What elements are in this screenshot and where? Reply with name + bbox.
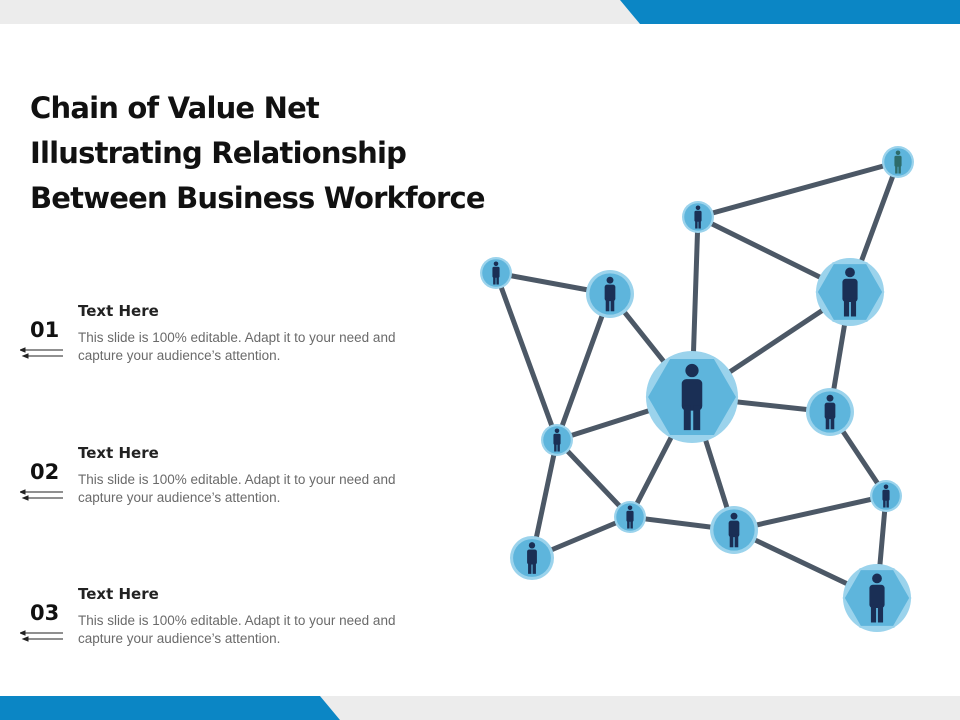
item-heading: Text Here [78, 302, 159, 320]
network-link [554, 437, 633, 520]
person-icon [492, 261, 500, 285]
list-item-2: 02 Text Here This slide is 100% editable… [20, 444, 410, 524]
network-node [541, 424, 573, 456]
item-heading: Text Here [78, 585, 159, 603]
item-number: 03 [30, 601, 60, 625]
network-node [882, 146, 914, 178]
network-node [710, 506, 758, 554]
top-blue-band [620, 0, 960, 24]
person-icon [728, 512, 740, 548]
double-left-arrow-icon [20, 630, 63, 642]
double-left-arrow-icon [20, 489, 63, 501]
network-node [815, 258, 885, 326]
network-link [731, 493, 889, 533]
network-link [554, 291, 613, 443]
top-gray-band [0, 0, 640, 24]
top-decorative-band [0, 0, 960, 24]
person-icon [553, 428, 561, 452]
person-icon [842, 267, 858, 317]
network-node [842, 564, 912, 632]
item-heading: Text Here [78, 444, 159, 462]
network-link [493, 270, 560, 443]
person-icon [694, 205, 702, 229]
person-icon [882, 484, 890, 508]
item-number: 01 [30, 318, 60, 342]
item-description: This slide is 100% editable. Adapt it to… [78, 613, 396, 646]
network-node [645, 351, 739, 443]
network-node [682, 201, 714, 233]
person-icon [604, 276, 616, 312]
network-node [806, 388, 854, 436]
person-icon [894, 150, 902, 174]
double-left-arrow-icon [20, 347, 63, 359]
person-icon [869, 573, 885, 623]
item-number: 02 [30, 460, 60, 484]
network-node [614, 501, 646, 533]
network-node [480, 257, 512, 289]
network-node [870, 480, 902, 512]
network-link [695, 159, 901, 220]
network-node [510, 536, 554, 580]
bottom-blue-band [0, 696, 340, 720]
person-icon [527, 542, 537, 574]
item-description: This slide is 100% editable. Adapt it to… [78, 330, 396, 363]
person-icon [681, 363, 703, 431]
list-item-1: 01 Text Here This slide is 100% editable… [20, 302, 410, 382]
item-description: This slide is 100% editable. Adapt it to… [78, 472, 396, 505]
person-icon [626, 505, 634, 529]
network-node [586, 270, 634, 318]
list-item-3: 03 Text Here This slide is 100% editable… [20, 585, 410, 665]
person-icon [824, 394, 836, 430]
bottom-decorative-band [0, 696, 960, 720]
slide-title: Chain of Value Net Illustrating Relation… [30, 91, 486, 215]
